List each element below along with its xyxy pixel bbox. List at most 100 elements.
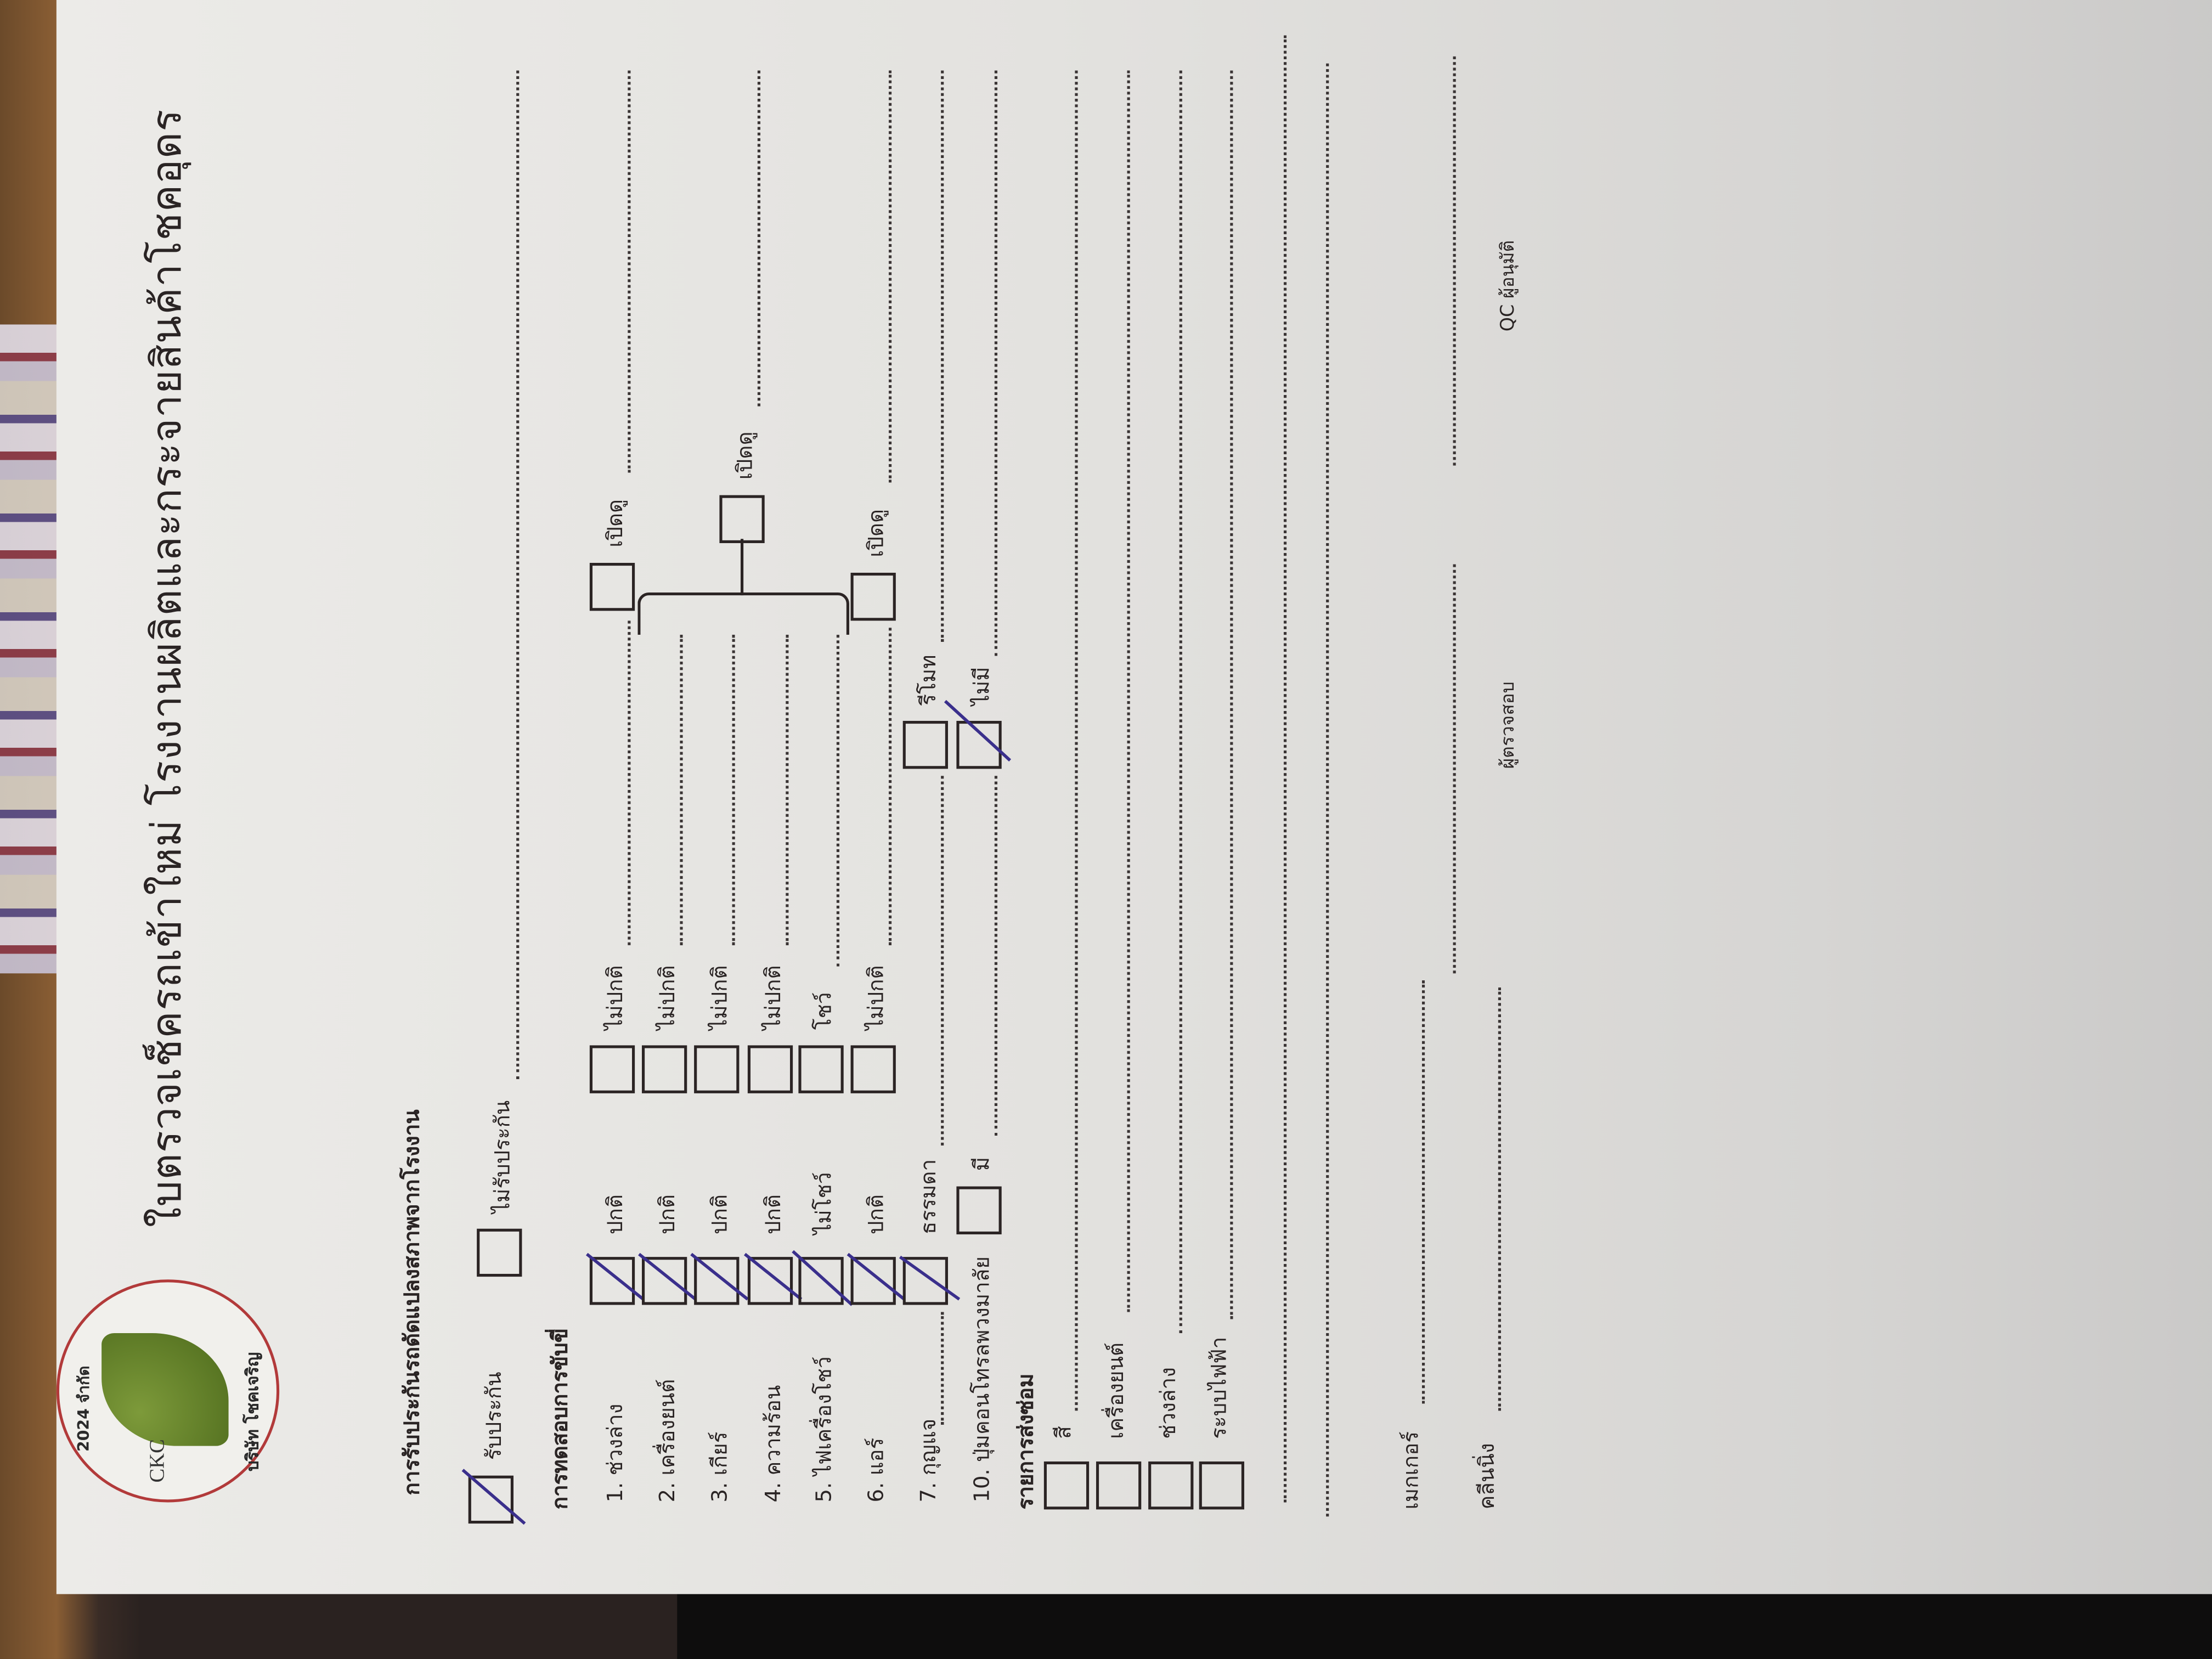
ok-label: ปกติ (654, 1194, 680, 1234)
note-line[interactable] (994, 776, 997, 1136)
item-label: 5. ไฟเครื่องโชว์ (811, 1356, 837, 1503)
bad-checkbox[interactable] (747, 1045, 793, 1093)
bad-checkbox[interactable] (694, 1045, 740, 1093)
note-line[interactable] (680, 635, 683, 945)
ok-label: มี (969, 1156, 995, 1171)
repair-note-line[interactable] (1127, 70, 1130, 1312)
bad-checkbox[interactable] (902, 720, 948, 769)
approver-signature-line[interactable] (1453, 56, 1456, 466)
item-label-line (941, 1312, 944, 1425)
drive-test-item: 1. ช่วงล่าง ปกติ ไม่ปกติ เปิดดู (585, 0, 645, 1594)
bad-checkbox[interactable] (589, 1045, 635, 1093)
ok-checkbox[interactable] (792, 1250, 854, 1306)
bad-label: ไม่ปกติ (707, 965, 732, 1030)
ok-label: ปกติ (602, 1194, 628, 1234)
warranty-no-checkbox[interactable] (477, 1228, 522, 1277)
note-line[interactable] (888, 628, 892, 945)
ok-checkbox[interactable] (899, 1255, 961, 1305)
inspector-signature-line[interactable] (1453, 564, 1456, 974)
bad-label: โชว์ (811, 992, 837, 1030)
extra-note-line[interactable] (628, 70, 631, 473)
maker-line[interactable] (1421, 980, 1425, 1404)
repair-note-line[interactable] (1075, 70, 1078, 1411)
note-line[interactable] (786, 635, 789, 945)
ok-label: ไม่โชว์ (811, 1172, 837, 1234)
repair-item: ระบบไฟฟ้า (1199, 0, 1247, 1594)
logo-company-name: บริษัท โชคเจริญ (242, 1352, 263, 1471)
note-line[interactable] (836, 635, 839, 967)
bad-label: ไม่ปกติ (760, 965, 786, 1030)
form-title: ใบตรวจเช็ครถเข้าใหม่ โรงงานผลิตและกระจาย… (142, 109, 191, 1228)
ok-checkbox[interactable] (847, 1252, 906, 1305)
ok-checkbox[interactable] (638, 1252, 697, 1305)
repair-checkbox[interactable] (1199, 1461, 1244, 1510)
repair-item: สี (1043, 0, 1092, 1594)
repair-label: สี (1051, 1426, 1076, 1439)
item-label: 1. ช่วงล่าง (602, 1403, 628, 1503)
extra-note-line[interactable] (1326, 63, 1329, 1517)
bad-label: ไม่ปกติ (654, 965, 680, 1030)
extra-label: เปิดดู (602, 499, 628, 548)
item-label: 3. เกียร์ (707, 1431, 732, 1503)
ok-checkbox[interactable] (743, 1252, 803, 1305)
group-bracket (637, 592, 849, 635)
maker-label: เมกเกอร์ (1398, 1431, 1424, 1510)
repair-label: เครื่องยนต์ (1103, 1342, 1129, 1439)
bad-note-line[interactable] (941, 70, 944, 642)
warranty-yes-label: รับประกัน (481, 1372, 507, 1460)
bad-checkbox[interactable] (798, 1045, 844, 1093)
extra-note-line[interactable] (1283, 35, 1287, 1503)
repair-label: ระบบไฟฟ้า (1206, 1336, 1232, 1439)
repair-note-line[interactable] (1230, 70, 1233, 1319)
repair-item: เครื่องยนต์ (1096, 0, 1144, 1594)
drive-test-item: 5. ไฟเครื่องโชว์ ไม่โชว์ โชว์ (792, 0, 854, 1594)
drive-test-item: 7. กุญแจ ธรรมดา รีโมท (899, 0, 961, 1594)
bad-note-line[interactable] (994, 70, 997, 656)
bad-checkbox[interactable] (641, 1045, 687, 1093)
extra-checkbox[interactable] (850, 572, 896, 621)
drive-test-item: 2. เครื่องยนต์ ปกติ ไม่ปกติ (638, 0, 697, 1594)
inspector-label: ผู้ตรวจสอบ (1498, 681, 1520, 769)
approver-label: QC ผู้อนุมัติ (1498, 240, 1520, 332)
warranty-no-label: ไม่รับประกัน (489, 1100, 515, 1214)
drive-test-item: 4. ความร้อน ปกติ ไม่ปกติ (743, 0, 803, 1594)
item-label: 4. ความร้อน (760, 1385, 786, 1503)
bad-label: ไม่ปกติ (863, 965, 889, 1030)
repair-note-line[interactable] (1179, 70, 1182, 1333)
item-label: 2. เครื่องยนต์ (654, 1379, 680, 1503)
warranty-yes-checkbox[interactable] (461, 1469, 526, 1525)
leaf-logo-icon (101, 1333, 229, 1446)
ok-label: ปกติ (707, 1194, 732, 1234)
extra-note-line[interactable] (888, 70, 892, 483)
repair-checkbox[interactable] (1043, 1461, 1090, 1510)
extra-label: เปิดดู (863, 509, 889, 557)
ok-checkbox[interactable] (690, 1252, 749, 1305)
drive-test-item: 6. แอร์ ปกติ ไม่ปกติ เปิดดู (847, 0, 906, 1594)
note-line[interactable] (732, 635, 735, 945)
group-bracket-stem (740, 539, 744, 596)
repair-label: ช่วงล่าง (1155, 1367, 1181, 1439)
repair-checkbox[interactable] (1096, 1461, 1142, 1510)
company-logo: CKC 2024 จำกัด บริษัท โชคเจริญ (56, 1279, 280, 1503)
note-line[interactable] (628, 620, 631, 945)
bad-checkbox[interactable] (944, 699, 1012, 769)
cleaning-line[interactable] (1498, 987, 1501, 1411)
group-extra-note-line[interactable] (757, 70, 760, 407)
note-line[interactable] (941, 776, 944, 1146)
bad-label: ไม่มี (969, 667, 995, 706)
bad-checkbox[interactable] (850, 1045, 896, 1093)
drive-test-heading: การทดสอบการขับขี่ (547, 1328, 573, 1510)
ok-checkbox[interactable] (585, 1252, 645, 1305)
group-extra-checkbox[interactable] (719, 495, 765, 543)
bad-label: ไม่ปกติ (602, 965, 628, 1030)
repair-item: ช่วงล่าง (1148, 0, 1196, 1594)
logo-initials: CKC (146, 1439, 170, 1483)
ok-label: ปกติ (863, 1194, 889, 1234)
logo-company-suffix: 2024 จำกัด (75, 1365, 93, 1452)
warranty-note-line[interactable] (516, 70, 520, 1080)
extra-checkbox[interactable] (589, 562, 635, 611)
repair-checkbox[interactable] (1148, 1461, 1194, 1510)
ok-checkbox[interactable] (956, 1186, 1002, 1234)
inspection-form-paper: CKC 2024 จำกัด บริษัท โชคเจริญ ใบตรวจเช็… (56, 0, 2212, 1594)
